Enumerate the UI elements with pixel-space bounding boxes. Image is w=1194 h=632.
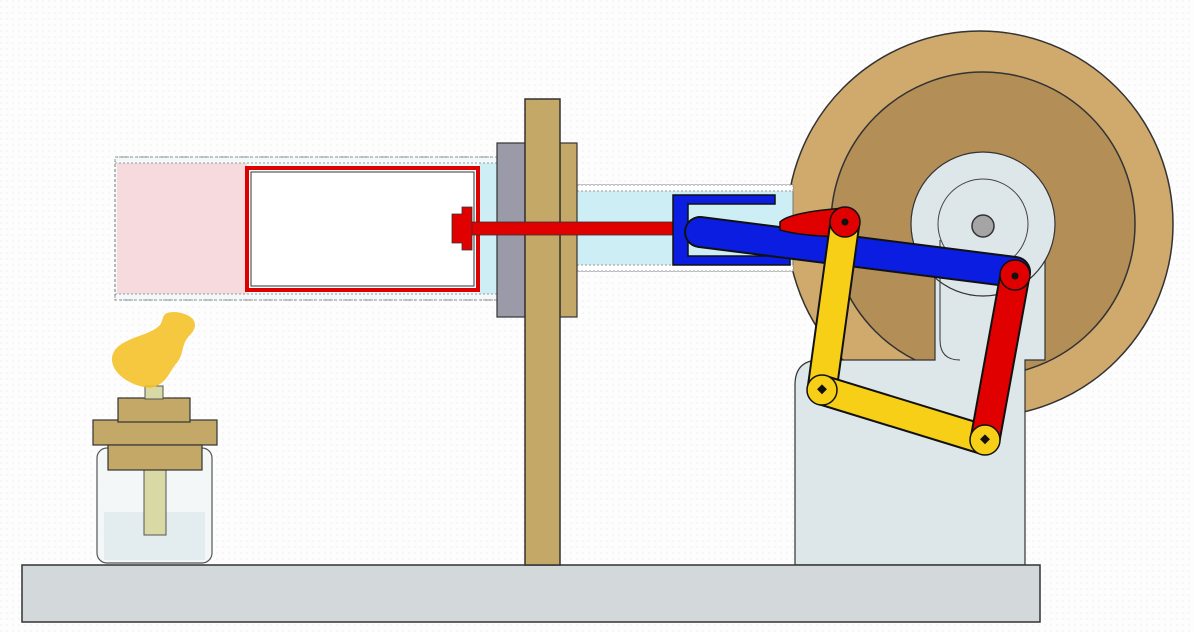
red-link bbox=[971, 272, 1029, 443]
flame-icon bbox=[111, 312, 195, 388]
displacer bbox=[245, 166, 480, 292]
displacer-rod-head bbox=[451, 206, 473, 251]
spirit-lamp bbox=[92, 385, 218, 564]
yellow-link-lower bbox=[808, 376, 999, 454]
displacer-rod bbox=[469, 221, 686, 236]
piston-connecting-rod bbox=[686, 218, 1029, 286]
base-plate bbox=[21, 564, 1041, 623]
vertical-post bbox=[524, 98, 561, 566]
yellow-link-vertical bbox=[808, 208, 859, 404]
axle-icon bbox=[971, 214, 995, 238]
